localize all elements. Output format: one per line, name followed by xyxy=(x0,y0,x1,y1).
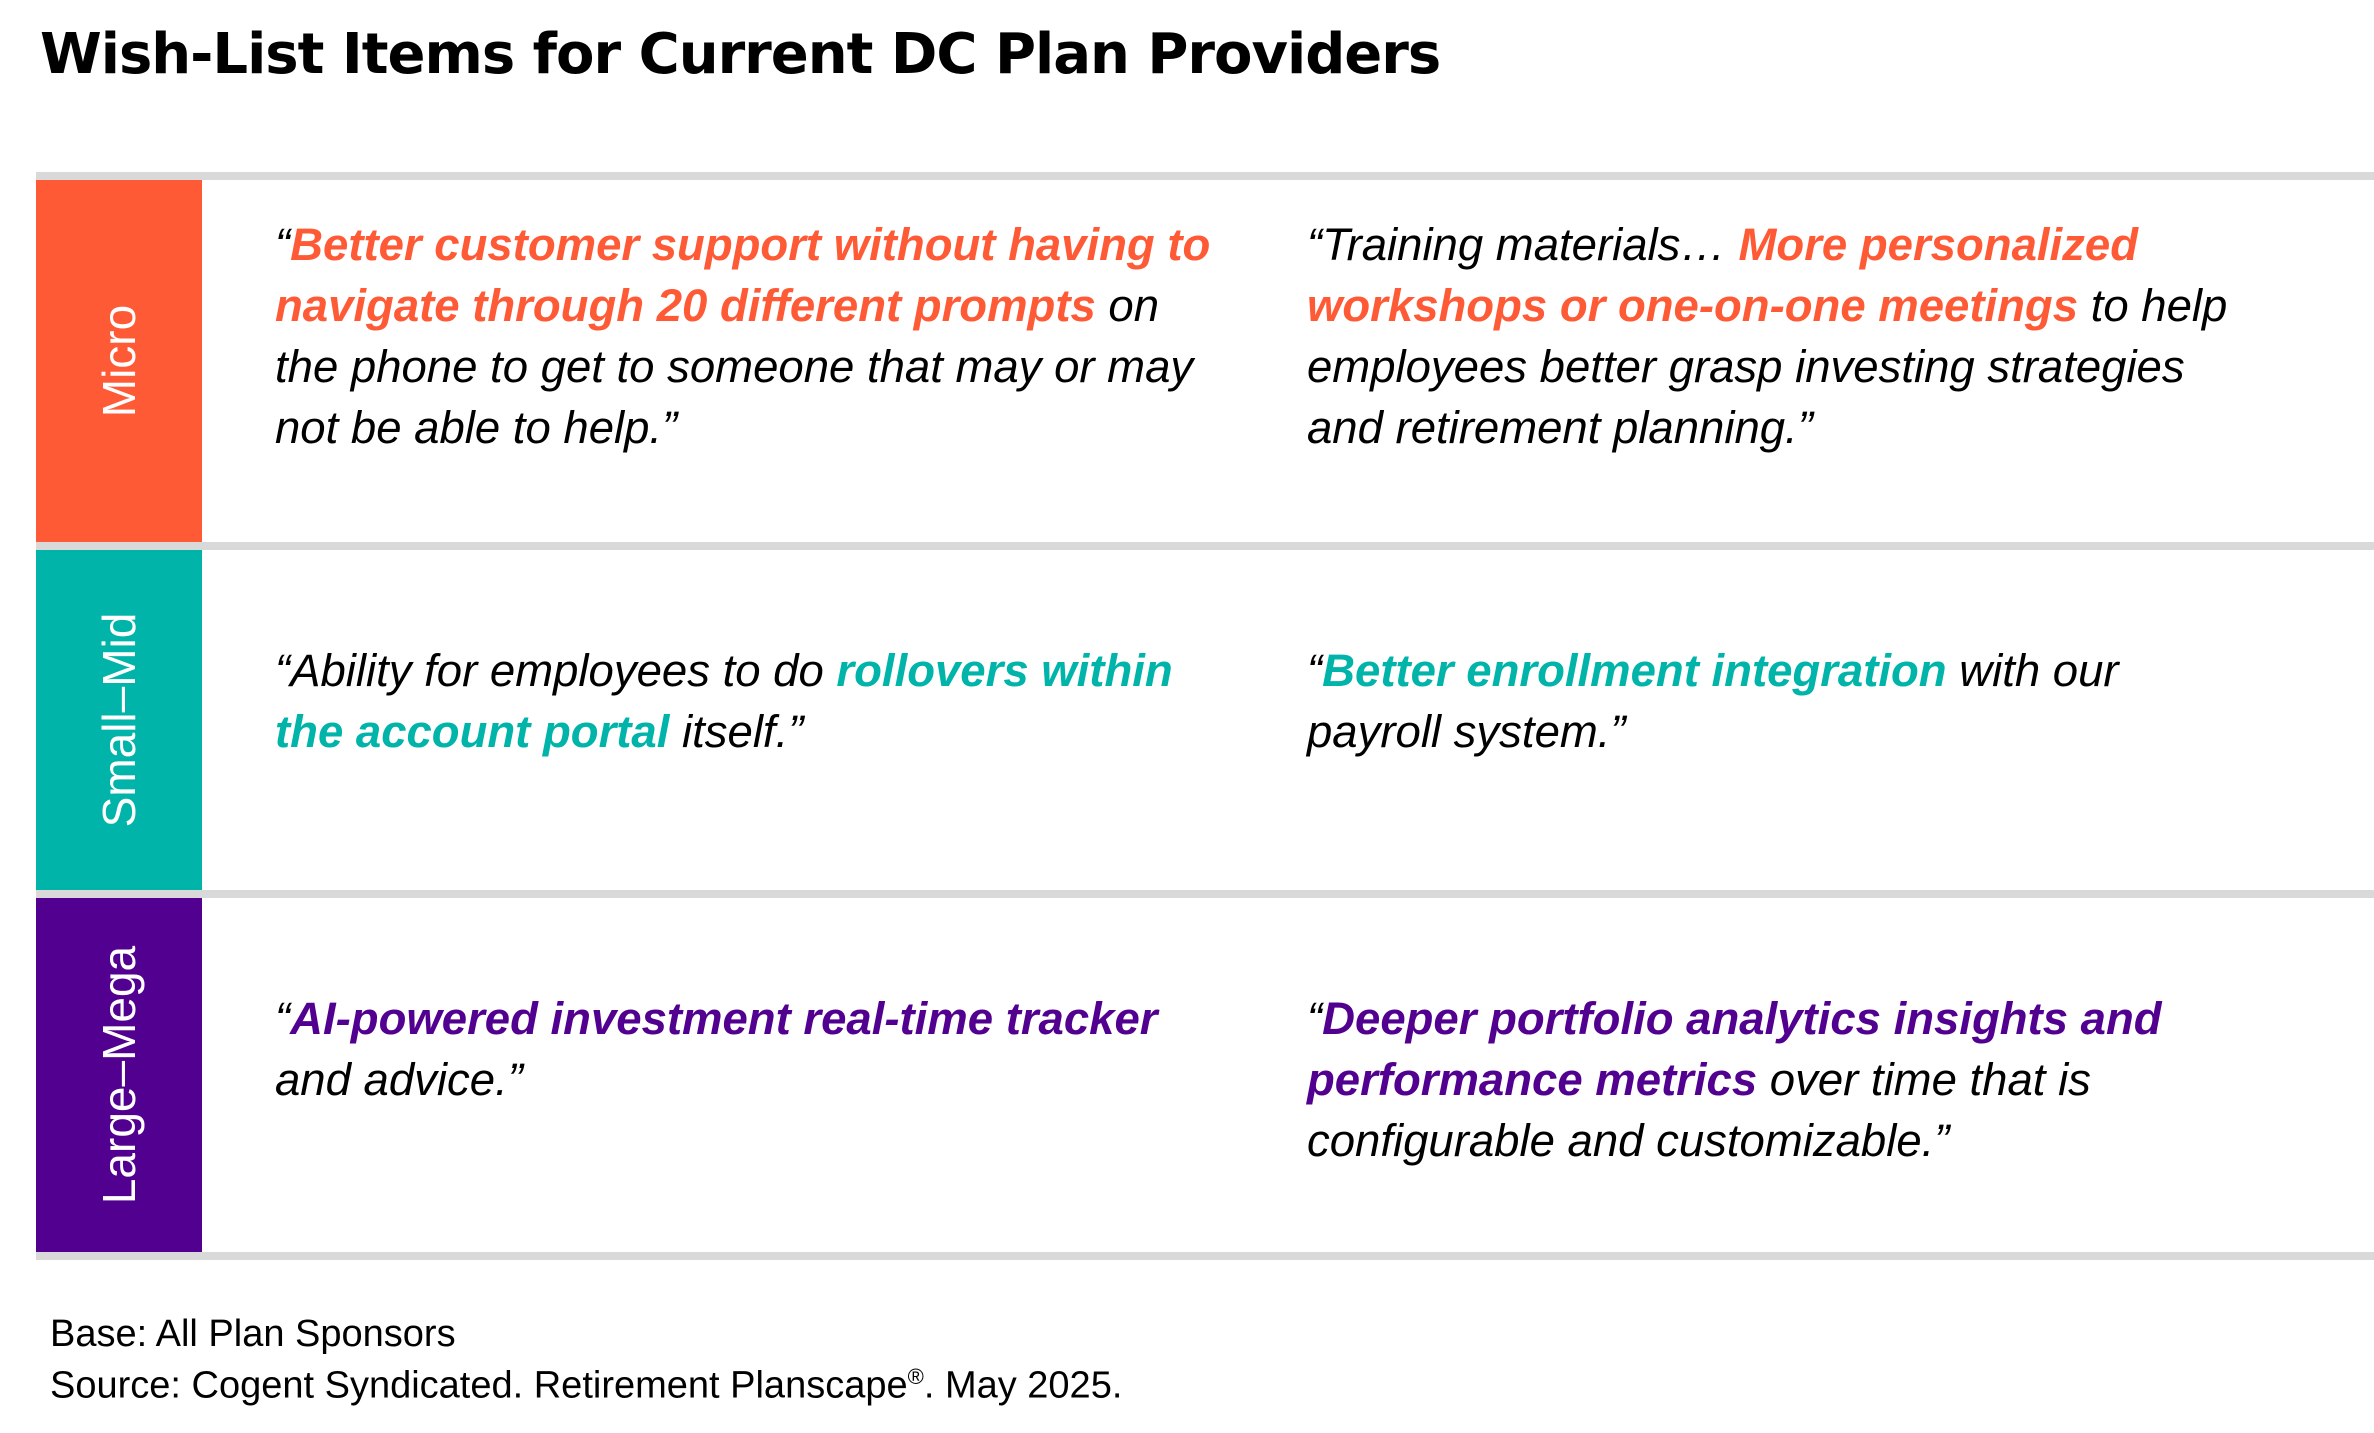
segment-band-large-mega: Large–Mega xyxy=(36,898,202,1252)
quote-large-mega-2: “Deeper portfolio analytics insights and… xyxy=(1307,993,2162,1166)
quote-large-mega-1: “AI-powered investment real-time tracker… xyxy=(275,993,1158,1105)
segment-band-micro: Micro xyxy=(36,180,202,542)
quote-highlight: Better customer support without having t… xyxy=(275,219,1211,331)
divider xyxy=(36,890,2374,898)
quote-highlight: Deeper portfolio analytics insights and … xyxy=(1307,993,2162,1105)
divider xyxy=(36,1252,2374,1260)
segment-label-small-mid: Small–Mid xyxy=(93,612,145,828)
segment-label-large-mega: Large–Mega xyxy=(93,945,145,1205)
divider xyxy=(36,172,2374,180)
footer-base: Base: All Plan Sponsors xyxy=(50,1313,456,1355)
quote-highlight: Better enrollment integration xyxy=(1322,645,1947,696)
quote-micro-2: “Training materials… More personalized w… xyxy=(1307,219,2228,453)
footer-source: Source: Cogent Syndicated. Retirement Pl… xyxy=(50,1364,1123,1407)
segment-label-micro: Micro xyxy=(93,304,145,418)
quote-small-mid-1: “Ability for employees to do rollovers w… xyxy=(275,645,1173,757)
quote-small-mid-2: “Better enrollment integration with our … xyxy=(1307,645,2119,757)
page-title: Wish-List Items for Current DC Plan Prov… xyxy=(40,22,1441,87)
quote-micro-1: “Better customer support without having … xyxy=(275,219,1211,453)
quote-highlight: AI-powered investment real-time tracker xyxy=(290,993,1158,1044)
quote-highlight: More personalized workshops or one-on-on… xyxy=(1307,219,2139,331)
segment-band-small-mid: Small–Mid xyxy=(36,550,202,890)
quote-highlight: rollovers within the account portal xyxy=(275,645,1173,757)
registered-mark: ® xyxy=(907,1364,924,1389)
divider xyxy=(36,542,2374,550)
